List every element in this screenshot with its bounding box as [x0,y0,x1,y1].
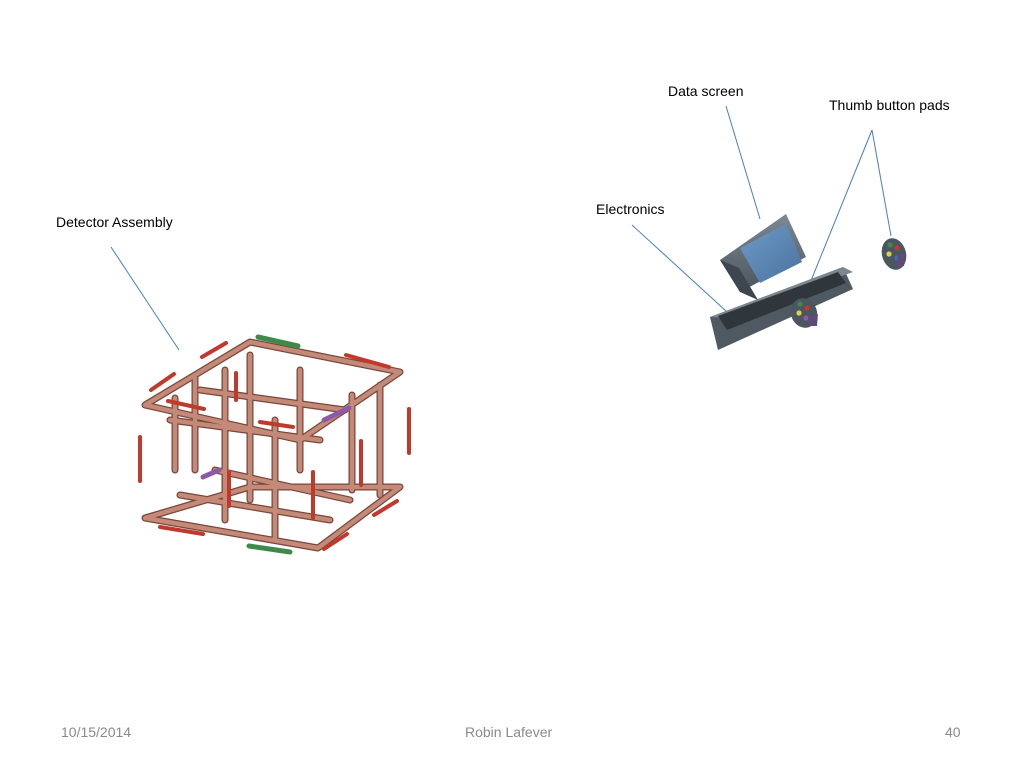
leader-data-screen [725,105,761,220]
leader-lines [110,105,892,351]
footer-date: 10/15/2014 [61,724,132,740]
data-screen-device [720,214,806,300]
thumb-pad-left [790,298,818,328]
leader-electronics [631,224,727,312]
detector-assembly [138,334,411,555]
footer-author: Robin Lafever [465,724,553,740]
label-thumb-button-pads: Thumb button pads [829,97,950,113]
leader-thumb-pad-right [871,129,892,237]
leader-detector [110,246,180,351]
electronics-box [710,267,853,350]
leader-thumb-pad-left [803,129,873,299]
label-detector-assembly: Detector Assembly [56,214,173,230]
slide-number: 40 [945,724,961,740]
label-data-screen: Data screen [668,83,744,99]
label-electronics: Electronics [596,201,665,217]
thumb-pad-right [881,238,907,270]
